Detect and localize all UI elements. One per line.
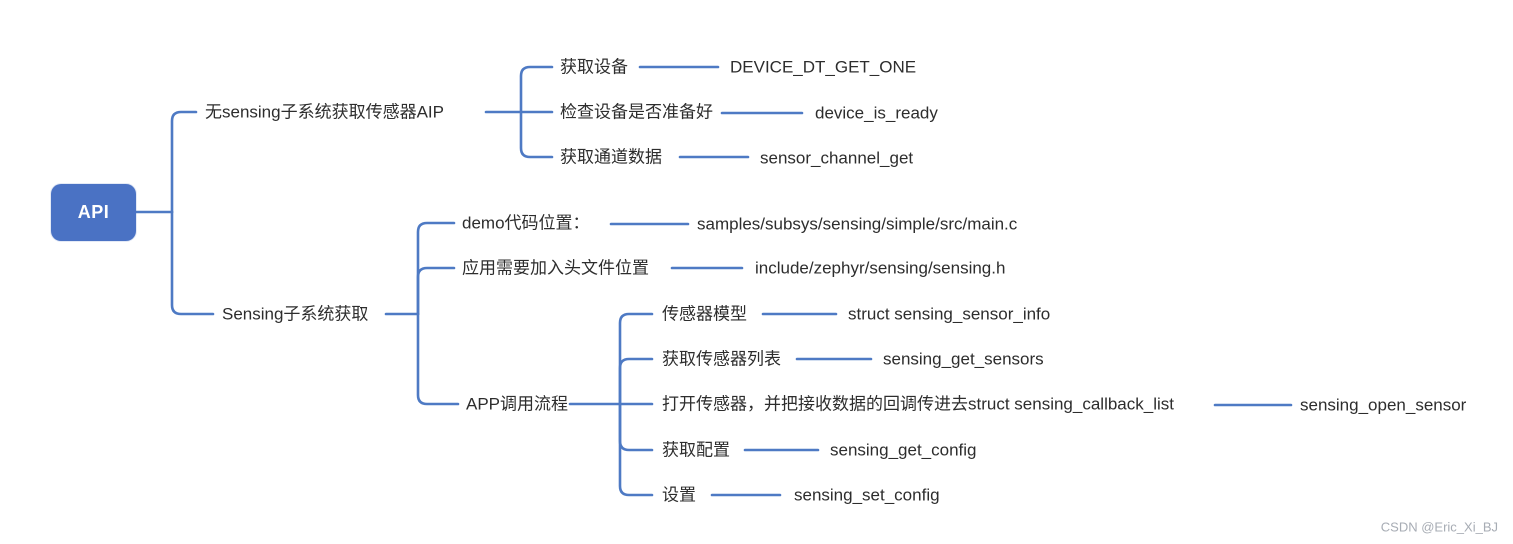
node-check-device-ready[interactable]: 检查设备是否准备好 (560, 102, 713, 122)
node-header-location[interactable]: 应用需要加入头文件位置 (462, 258, 649, 278)
node-struct-sensing-sensor-info[interactable]: struct sensing_sensor_info (848, 304, 1051, 324)
node-sensor-model[interactable]: 传感器模型 (662, 304, 747, 324)
node-app-flow[interactable]: APP调用流程 (466, 394, 569, 414)
node-api-label: API (77, 202, 110, 222)
connector-sensing-to-appflow (416, 312, 460, 406)
watermark: CSDN @Eric_Xi_BJ (1380, 519, 1498, 535)
connector-nosensing-to-get-device (519, 65, 554, 114)
node-get-config[interactable]: 获取配置 (662, 440, 730, 460)
connector-api-to-branch-nosensing (170, 110, 198, 214)
node-get-device[interactable]: 获取设备 (560, 57, 628, 77)
connector-nosensing-to-get-channel (519, 110, 554, 159)
connector-sensing-to-demo (416, 221, 456, 316)
node-sensing-get-sensors[interactable]: sensing_get_sensors (883, 349, 1044, 369)
node-get-channel-data[interactable]: 获取通道数据 (560, 147, 662, 167)
node-device-is-ready[interactable]: device_is_ready (815, 103, 938, 123)
node-sensing-branch[interactable]: Sensing子系统获取 (222, 304, 369, 324)
node-sensor-channel-get[interactable]: sensor_channel_get (760, 148, 914, 168)
node-demo-location[interactable]: demo代码位置： (462, 213, 590, 233)
connector-appflow-to-get-sensors (618, 357, 654, 406)
node-demo-path[interactable]: samples/subsys/sensing/simple/src/main.c (697, 214, 1018, 234)
node-device-dt-get-one[interactable]: DEVICE_DT_GET_ONE (730, 57, 917, 77)
connector-group (134, 65, 1293, 497)
node-open-sensor[interactable]: 打开传感器，并把接收数据的回调传进去struct sensing_callbac… (662, 394, 1174, 414)
connector-appflow-to-model (618, 312, 654, 406)
node-get-sensor-list[interactable]: 获取传感器列表 (662, 349, 781, 369)
connector-api-to-branch-sensing (170, 210, 215, 316)
node-sensing-open-sensor[interactable]: sensing_open_sensor (1300, 395, 1467, 415)
node-api[interactable]: API (51, 184, 136, 241)
connector-sensing-to-header (416, 266, 456, 316)
node-no-sensing-branch[interactable]: 无sensing子系统获取传感器AIP (205, 102, 444, 122)
connector-appflow-to-set-config (618, 402, 654, 497)
connector-appflow-to-get-config (618, 402, 654, 452)
node-sensing-get-config[interactable]: sensing_get_config (830, 440, 977, 460)
node-header-path[interactable]: include/zephyr/sensing/sensing.h (755, 258, 1006, 278)
node-set-config[interactable]: 设置 (662, 485, 696, 505)
node-sensing-set-config[interactable]: sensing_set_config (794, 485, 940, 505)
